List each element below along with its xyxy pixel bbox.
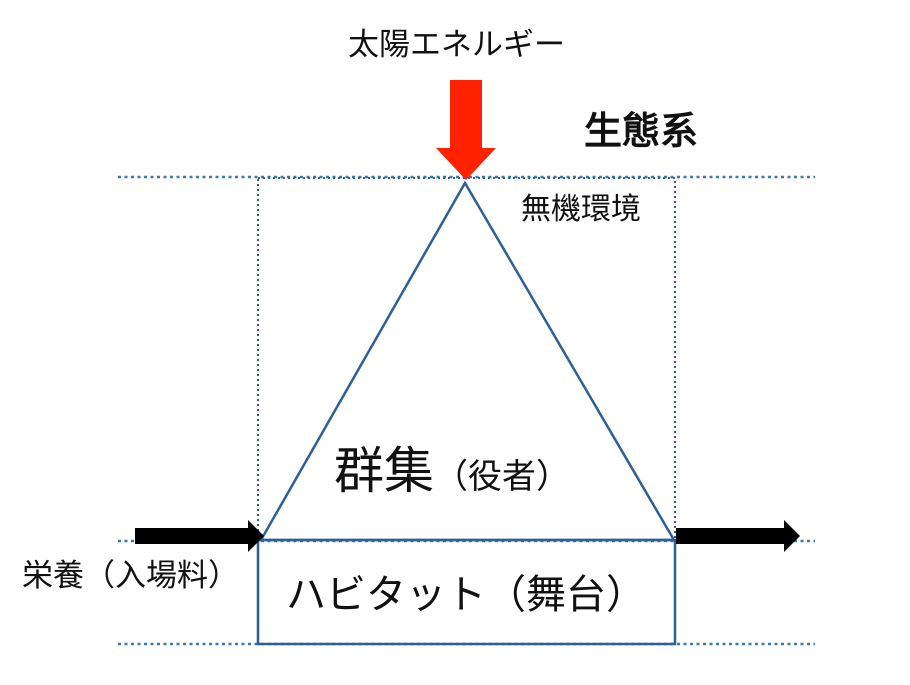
solar-energy-label: 太陽エネルギー	[348, 27, 565, 63]
solar-energy-arrow	[436, 80, 496, 180]
abiotic-environment-label: 無機環境	[521, 192, 641, 227]
nutrient-input-arrow	[135, 520, 264, 552]
nutrients-label: 栄養（入場料）	[22, 558, 239, 594]
habitat-box	[256, 538, 677, 646]
community-label: 群集（役者）	[334, 442, 570, 500]
community-main: 群集	[334, 442, 434, 500]
abiotic-environment-boundary	[257, 177, 676, 541]
ecosystem-title: 生態系	[584, 108, 698, 153]
community-sub: （役者）	[434, 457, 570, 497]
habitat-label: ハビタット（舞台）	[286, 572, 646, 618]
nutrient-output-arrow	[676, 520, 800, 552]
